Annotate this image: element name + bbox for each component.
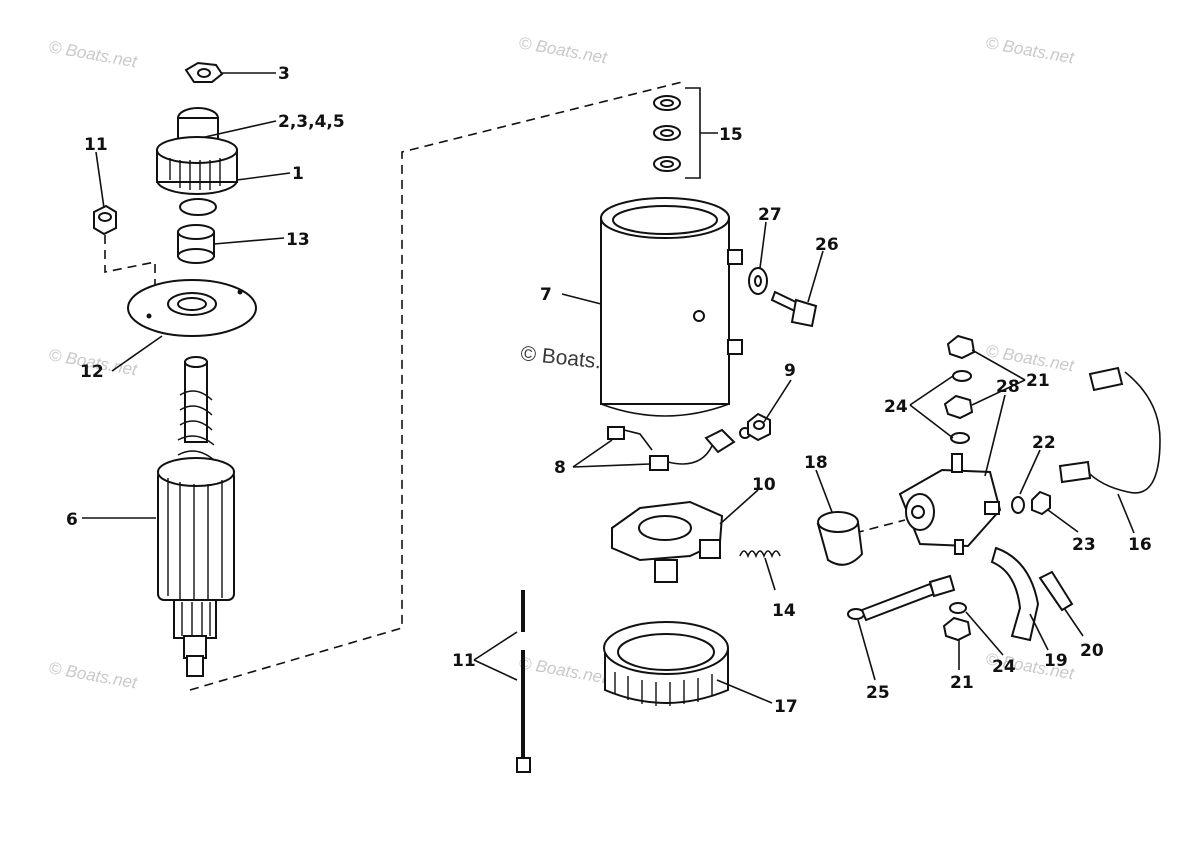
part-11-nut-left bbox=[93, 204, 117, 236]
solenoid-dashed-line bbox=[854, 519, 906, 534]
part-23-nut bbox=[1031, 490, 1051, 516]
callout-22: 22 bbox=[1032, 433, 1056, 453]
part-21-24-lower-hardware bbox=[942, 602, 972, 642]
callout-14: 14 bbox=[772, 601, 796, 621]
part-14-spring bbox=[739, 550, 781, 559]
part-3-nut bbox=[184, 61, 224, 83]
callout-11-bolts: 11 bbox=[452, 651, 476, 671]
callout-9: 9 bbox=[784, 361, 796, 381]
callout-13: 13 bbox=[286, 230, 310, 250]
callout-26: 26 bbox=[815, 235, 839, 255]
callout-1: 1 bbox=[292, 164, 304, 184]
callout-21-upper: 21 bbox=[1026, 371, 1050, 391]
assembly-dashed-line bbox=[189, 81, 683, 691]
watermark-top-left: © Boats.net bbox=[47, 37, 139, 71]
callout-24-lower: 24 bbox=[992, 657, 1016, 677]
watermark-top-center: © Boats.net bbox=[517, 33, 609, 67]
part-21-24-upper-hardware bbox=[943, 334, 976, 444]
callout-12: 12 bbox=[80, 362, 104, 382]
callout-15: 15 bbox=[719, 125, 743, 145]
callout-20: 20 bbox=[1080, 641, 1104, 661]
callout-8: 8 bbox=[554, 458, 566, 478]
callout-19: 19 bbox=[1044, 651, 1068, 671]
part-12-end-plate bbox=[127, 279, 257, 337]
leader-lines bbox=[82, 72, 1135, 704]
part-20-screw bbox=[1038, 570, 1074, 612]
part-17-end-cap bbox=[603, 621, 729, 706]
watermark-bottom-left: © Boats.net bbox=[47, 658, 139, 692]
callout-6: 6 bbox=[66, 510, 78, 530]
part-8-brushes bbox=[607, 426, 751, 471]
callout-24-upper: 24 bbox=[884, 397, 908, 417]
part-1-drive-gear bbox=[156, 107, 238, 216]
part-11-through-bolts bbox=[516, 590, 531, 773]
part-22-washer bbox=[1011, 496, 1025, 514]
part-18-ring bbox=[816, 511, 864, 566]
callout-11-left: 11 bbox=[84, 135, 108, 155]
callout-3: 3 bbox=[278, 64, 290, 84]
callout-25: 25 bbox=[866, 683, 890, 703]
callout-2-3-4-5: 2,3,4,5 bbox=[278, 112, 345, 132]
part-13-bushing bbox=[177, 224, 215, 264]
part-26-bolt bbox=[770, 290, 818, 328]
part-10-brush-plate bbox=[611, 500, 724, 583]
part-25-terminal-bolt bbox=[847, 574, 956, 622]
callout-28: 28 bbox=[996, 377, 1020, 397]
callout-10: 10 bbox=[752, 475, 776, 495]
callout-17: 17 bbox=[774, 697, 798, 717]
watermark-top-right: © Boats.net bbox=[984, 33, 1076, 67]
part-16-cable bbox=[1058, 366, 1161, 494]
part-19-strap bbox=[990, 546, 1040, 642]
part-6-armature bbox=[157, 356, 235, 677]
callout-16: 16 bbox=[1128, 535, 1152, 555]
part-28-solenoid bbox=[898, 453, 1002, 555]
part-15-washers bbox=[653, 87, 718, 179]
part-7-field-housing bbox=[600, 197, 743, 417]
callout-labels: 3 2,3,4,5 1 11 13 12 6 15 7 8 9 10 11 14… bbox=[66, 64, 1152, 717]
callout-18: 18 bbox=[804, 453, 828, 473]
bolt-dashed-line bbox=[104, 235, 156, 315]
callout-7: 7 bbox=[540, 285, 552, 305]
callout-21-lower: 21 bbox=[950, 673, 974, 693]
callout-23: 23 bbox=[1072, 535, 1096, 555]
part-27-washer bbox=[748, 267, 768, 295]
callout-27: 27 bbox=[758, 205, 782, 225]
watermark-bottom-center: © Boats.net bbox=[517, 653, 609, 687]
